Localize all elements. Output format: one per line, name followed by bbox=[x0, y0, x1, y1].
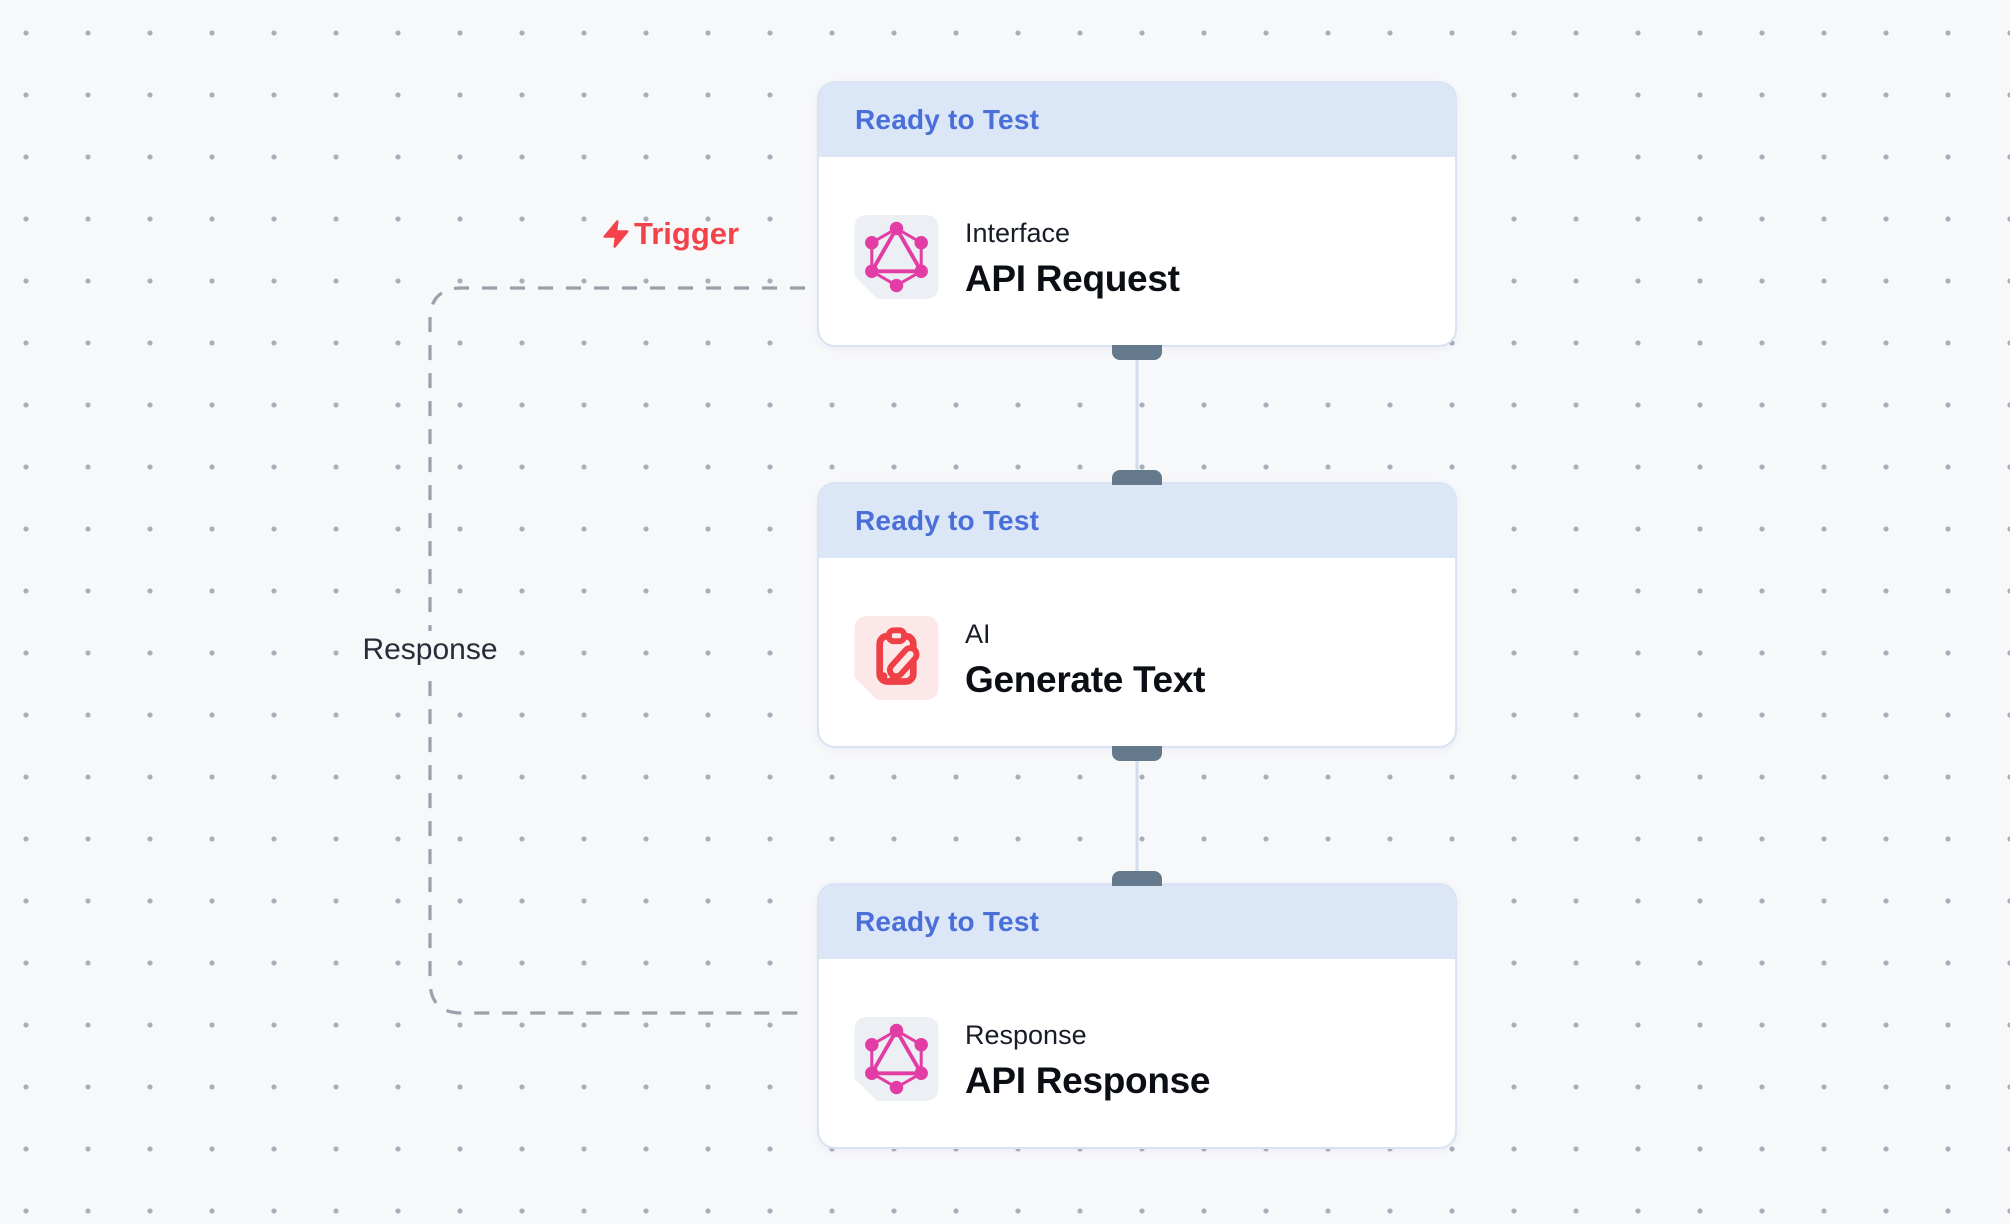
target-handle[interactable] bbox=[1112, 470, 1162, 485]
node-body: Interface API Request bbox=[819, 157, 1455, 347]
trigger-edge-label: Trigger bbox=[601, 216, 739, 252]
status-badge: Ready to Test bbox=[855, 104, 1040, 135]
response-edge-label: Response bbox=[352, 631, 508, 669]
graphql-icon bbox=[854, 215, 939, 299]
node-generate-text[interactable]: Ready to Test AI Generate Text bbox=[817, 470, 1457, 761]
clipboard-pen-icon bbox=[854, 616, 939, 700]
status-badge: Ready to Test bbox=[855, 505, 1040, 536]
trigger-edge-label-text: Trigger bbox=[634, 216, 740, 251]
node-body: Response API Response bbox=[819, 959, 1455, 1149]
node-title: API Response bbox=[965, 1060, 1211, 1102]
node-title: Generate Text bbox=[965, 659, 1206, 701]
node-api-response[interactable]: Ready to Test Response API Response bbox=[817, 871, 1457, 1149]
node-body: AI Generate Text bbox=[819, 558, 1455, 748]
node-api-request[interactable]: Ready to Test Interface API Request bbox=[817, 81, 1457, 360]
node-status-header: Ready to Test bbox=[819, 83, 1455, 157]
node-text: AI Generate Text bbox=[965, 619, 1205, 701]
node-status-header: Ready to Test bbox=[819, 885, 1455, 959]
source-handle[interactable] bbox=[1112, 345, 1162, 360]
node-text: Response API Response bbox=[965, 1019, 1211, 1102]
lightning-bolt-icon bbox=[603, 220, 629, 248]
node-title: API Request bbox=[965, 258, 1180, 300]
node-status-header: Ready to Test bbox=[819, 484, 1455, 558]
node-category: Response bbox=[965, 1019, 1087, 1050]
status-badge: Ready to Test bbox=[855, 906, 1040, 937]
node-text: Interface API Request bbox=[965, 218, 1180, 300]
graphql-icon bbox=[854, 1017, 939, 1101]
source-handle[interactable] bbox=[1112, 746, 1162, 761]
node-category: AI bbox=[965, 618, 991, 649]
target-handle[interactable] bbox=[1112, 871, 1162, 886]
response-feedback-edge[interactable] bbox=[428, 286, 805, 1015]
node-category: Interface bbox=[965, 217, 1071, 248]
